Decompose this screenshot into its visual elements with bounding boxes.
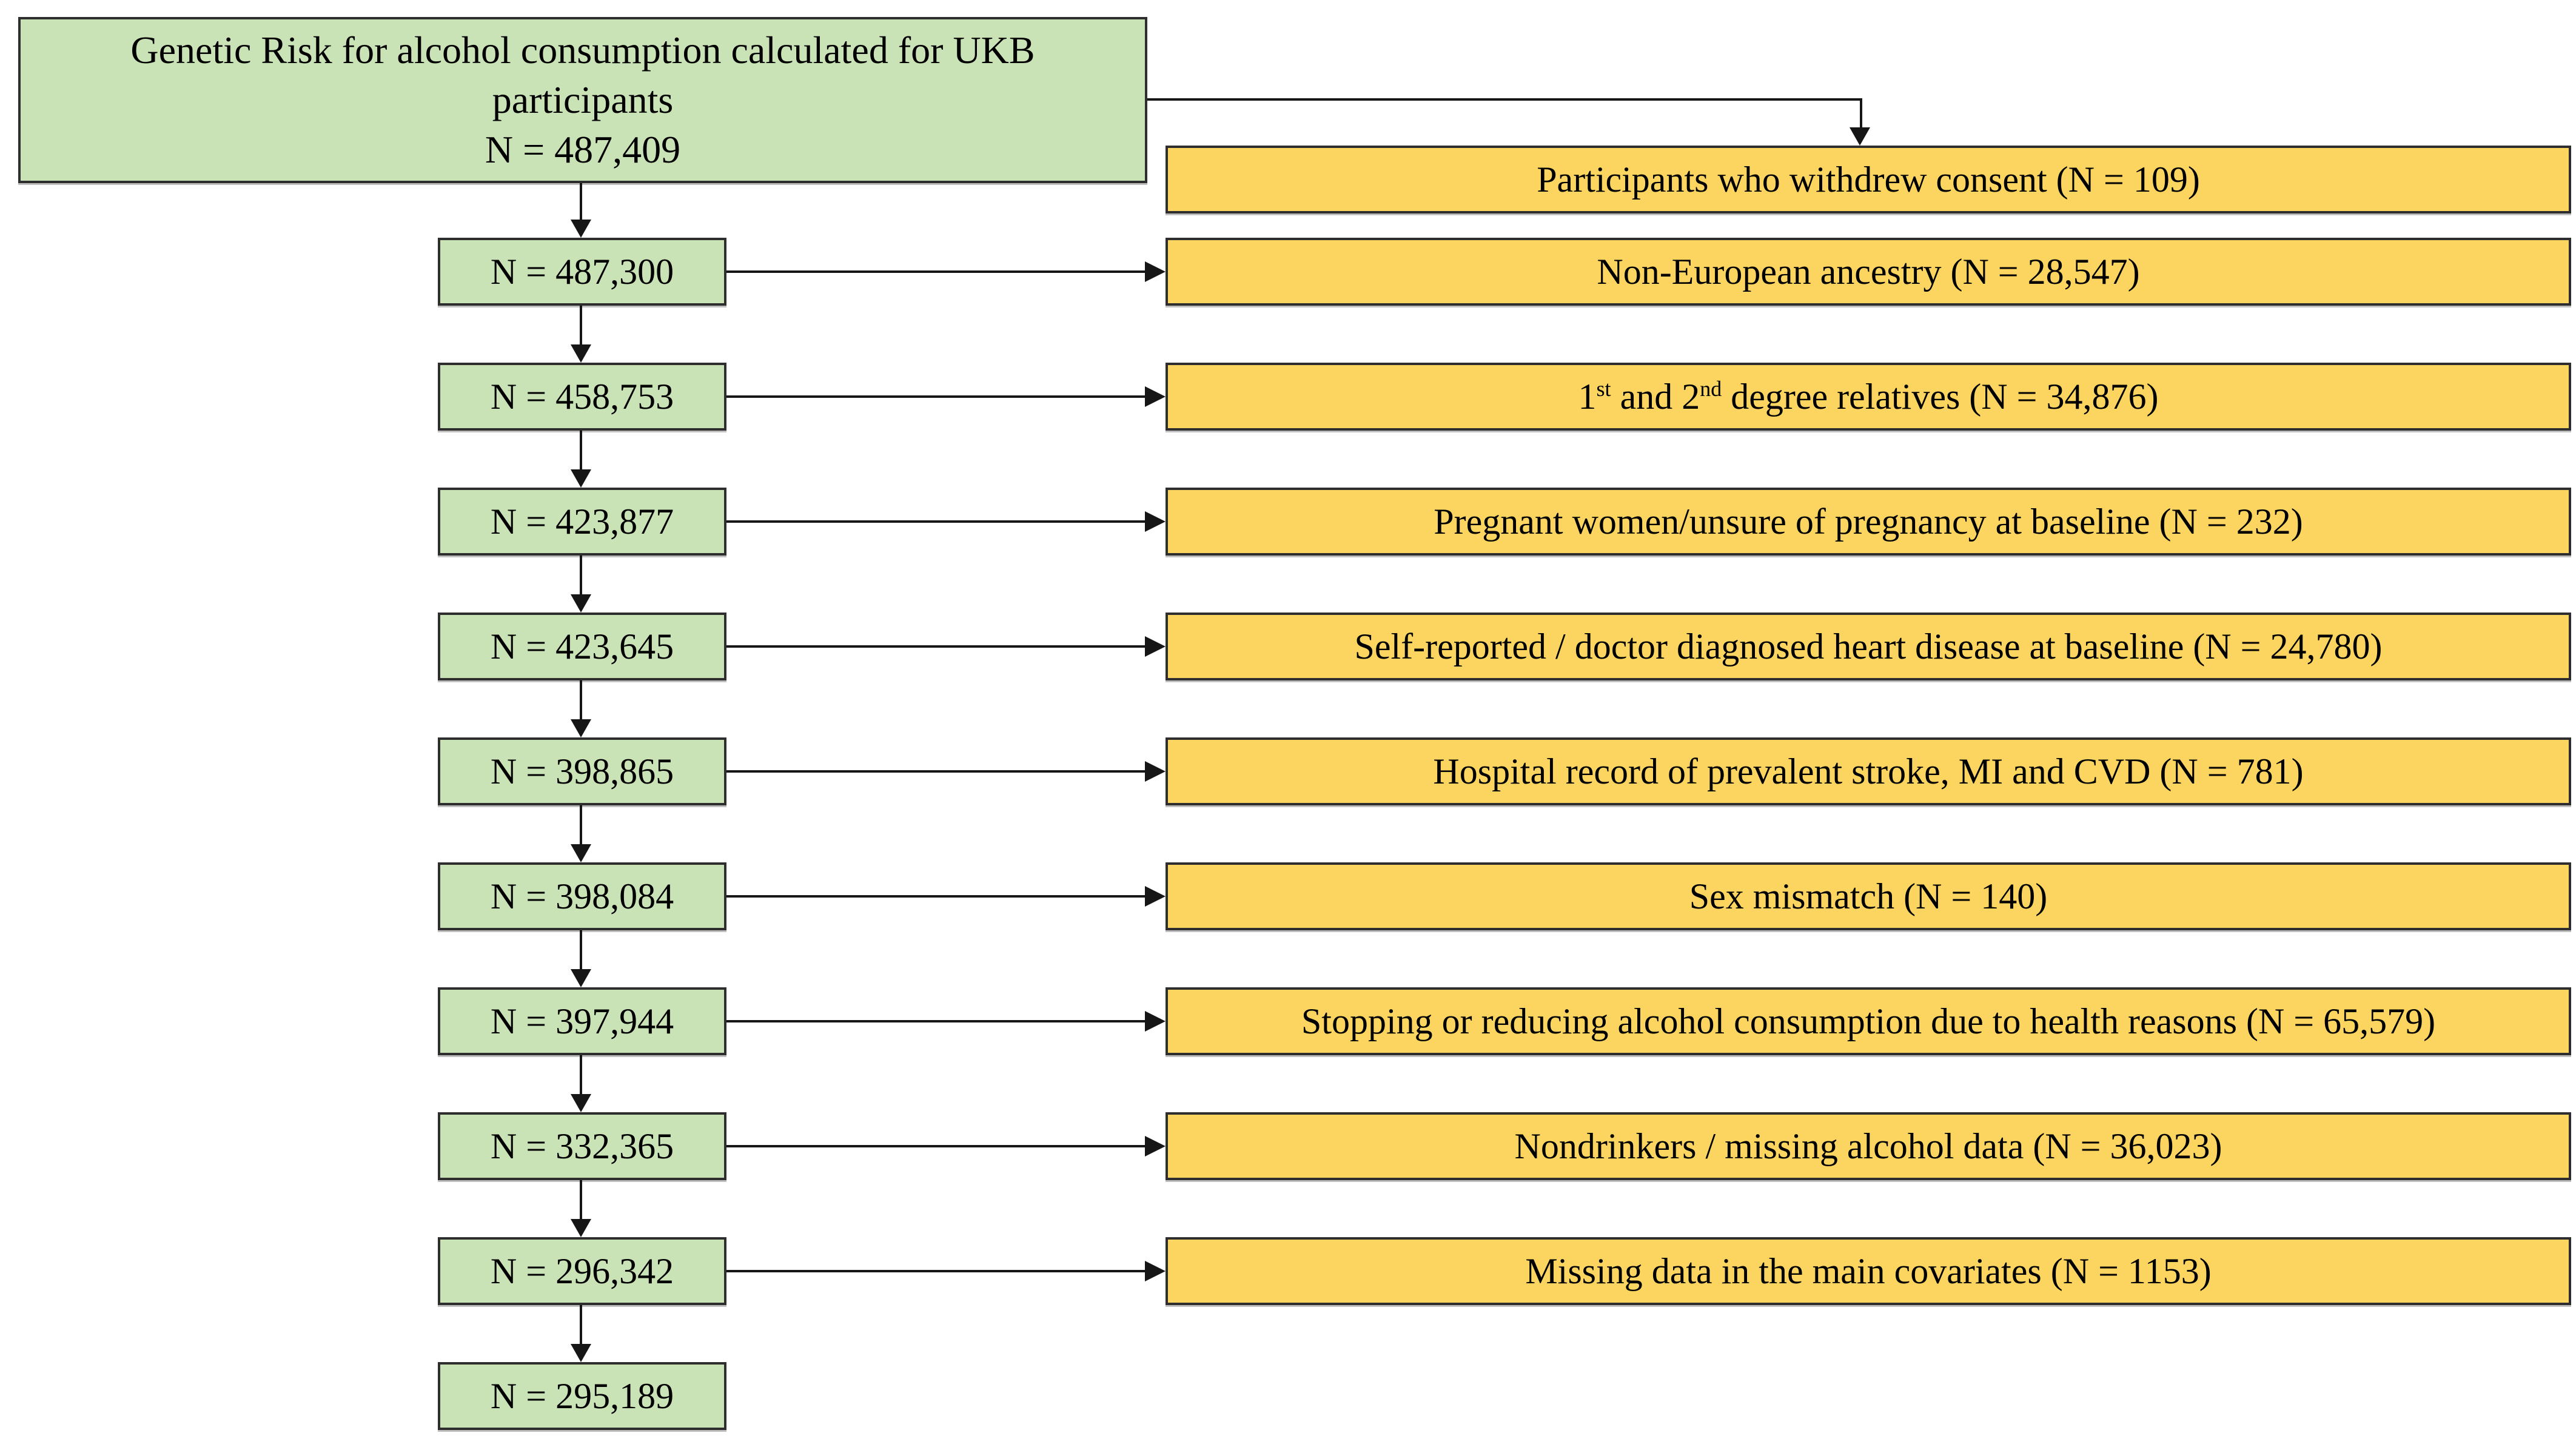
- exclusion-label: Self-reported / doctor diagnosed heart d…: [1354, 626, 2383, 666]
- down-arrow-line-2: [580, 431, 582, 469]
- down-arrow-head-root: [571, 220, 591, 238]
- right-arrow-head-9: [1145, 1261, 1166, 1281]
- exclusion-box-sex-mismatch: Sex mismatch (N = 140): [1166, 862, 2571, 930]
- elbow-arrow-vertical-line: [1860, 98, 1862, 127]
- root-line-3: N = 487,409: [485, 127, 681, 171]
- cohort-n-label: N = 398,084: [490, 876, 674, 916]
- exclusion-label: Pregnant women/unsure of pregnancy at ba…: [1434, 501, 2303, 542]
- right-arrow-line-1: [726, 270, 1145, 273]
- ordinal-superscript: nd: [1700, 376, 1722, 401]
- exclusion-label: Missing data in the main covariates (N =…: [1525, 1251, 2212, 1291]
- cohort-box-398084: N = 398,084: [438, 862, 726, 930]
- exclusion-label: Participants who withdrew consent (N = 1…: [1537, 159, 2200, 200]
- cohort-box-458753: N = 458,753: [438, 363, 726, 431]
- cohort-n-label: N = 458,753: [490, 376, 674, 417]
- right-arrow-line-8: [726, 1145, 1145, 1147]
- cohort-box-398865: N = 398,865: [438, 737, 726, 805]
- exclusion-label: Non-European ancestry (N = 28,547): [1597, 251, 2140, 292]
- down-arrow-line-root: [580, 183, 582, 220]
- right-arrow-line-5: [726, 770, 1145, 773]
- right-arrow-line-7: [726, 1020, 1145, 1022]
- right-arrow-head-8: [1145, 1136, 1166, 1157]
- down-arrow-head-8: [571, 1219, 591, 1237]
- down-arrow-head-7: [571, 1094, 591, 1112]
- ordinal-superscript: st: [1596, 376, 1611, 401]
- down-arrow-head-1: [571, 344, 591, 363]
- cohort-n-label: N = 295,189: [490, 1375, 674, 1416]
- cohort-n-label: N = 296,342: [490, 1251, 674, 1291]
- text-fragment: degree relatives (N = 34,876): [1722, 376, 2159, 417]
- right-arrow-head-5: [1145, 761, 1166, 782]
- down-arrow-head-3: [571, 594, 591, 613]
- exclusion-box-stopping-reducing: Stopping or reducing alcohol consumption…: [1166, 987, 2571, 1055]
- right-arrow-head-4: [1145, 636, 1166, 657]
- exclusion-box-heart-disease: Self-reported / doctor diagnosed heart d…: [1166, 613, 2571, 680]
- right-arrow-head-1: [1145, 261, 1166, 282]
- down-arrow-head-5: [571, 844, 591, 862]
- right-arrow-line-9: [726, 1270, 1145, 1272]
- cohort-box-487300: N = 487,300: [438, 238, 726, 306]
- cohort-n-label: N = 423,645: [490, 626, 674, 666]
- exclusion-label: 1st and 2nd degree relatives (N = 34,876…: [1578, 376, 2159, 418]
- cohort-box-397944: N = 397,944: [438, 987, 726, 1055]
- down-arrow-line-6: [580, 930, 582, 969]
- right-arrow-head-3: [1145, 511, 1166, 532]
- root-line-2: participants: [492, 78, 674, 122]
- right-arrow-line-2: [726, 395, 1145, 398]
- cohort-box-423645: N = 423,645: [438, 613, 726, 680]
- elbow-arrow-horizontal-line: [1147, 98, 1862, 101]
- exclusion-label: Hospital record of prevalent stroke, MI …: [1433, 751, 2304, 791]
- cohort-n-label: N = 398,865: [490, 751, 674, 791]
- right-arrow-head-7: [1145, 1011, 1166, 1032]
- right-arrow-head-2: [1145, 386, 1166, 407]
- root-line-1: Genetic Risk for alcohol consumption cal…: [130, 29, 1035, 72]
- cohort-n-label: N = 397,944: [490, 1001, 674, 1041]
- cohort-box-295189: N = 295,189: [438, 1362, 726, 1430]
- cohort-n-label: N = 332,365: [490, 1126, 674, 1166]
- right-arrow-line-3: [726, 520, 1145, 523]
- cohort-box-296342: N = 296,342: [438, 1237, 726, 1305]
- right-arrow-head-6: [1145, 886, 1166, 907]
- down-arrow-head-4: [571, 719, 591, 737]
- exclusion-box-non-european: Non-European ancestry (N = 28,547): [1166, 238, 2571, 306]
- cohort-n-label: N = 487,300: [490, 251, 674, 292]
- root-node: Genetic Risk for alcohol consumption cal…: [18, 17, 1147, 183]
- exclusion-box-pregnant: Pregnant women/unsure of pregnancy at ba…: [1166, 488, 2571, 556]
- text-fragment: 1: [1578, 376, 1597, 417]
- exclusion-box-nondrinkers: Nondrinkers / missing alcohol data (N = …: [1166, 1112, 2571, 1180]
- cohort-box-423877: N = 423,877: [438, 488, 726, 556]
- elbow-arrow-head: [1850, 127, 1870, 146]
- down-arrow-line-5: [580, 805, 582, 844]
- exclusion-box-missing-covariates: Missing data in the main covariates (N =…: [1166, 1237, 2571, 1305]
- text-fragment: and 2: [1611, 376, 1700, 417]
- down-arrow-line-8: [580, 1180, 582, 1219]
- right-arrow-line-6: [726, 895, 1145, 898]
- down-arrow-line-3: [580, 556, 582, 594]
- exclusion-box-stroke-mi-cvd: Hospital record of prevalent stroke, MI …: [1166, 737, 2571, 805]
- cohort-box-332365: N = 332,365: [438, 1112, 726, 1180]
- down-arrow-head-9: [571, 1344, 591, 1362]
- exclusion-label: Stopping or reducing alcohol consumption…: [1301, 1001, 2436, 1041]
- exclusion-label: Nondrinkers / missing alcohol data (N = …: [1514, 1126, 2222, 1166]
- down-arrow-line-4: [580, 680, 582, 719]
- down-arrow-line-1: [580, 306, 582, 344]
- down-arrow-head-6: [571, 969, 591, 987]
- down-arrow-head-2: [571, 469, 591, 488]
- down-arrow-line-9: [580, 1305, 582, 1344]
- right-arrow-line-4: [726, 645, 1145, 648]
- down-arrow-line-7: [580, 1055, 582, 1094]
- cohort-n-label: N = 423,877: [490, 501, 674, 542]
- exclusion-box-relatives: 1st and 2nd degree relatives (N = 34,876…: [1166, 363, 2571, 431]
- exclusion-label: Sex mismatch (N = 140): [1689, 876, 2048, 916]
- exclusion-box-withdrew-consent: Participants who withdrew consent (N = 1…: [1166, 146, 2571, 213]
